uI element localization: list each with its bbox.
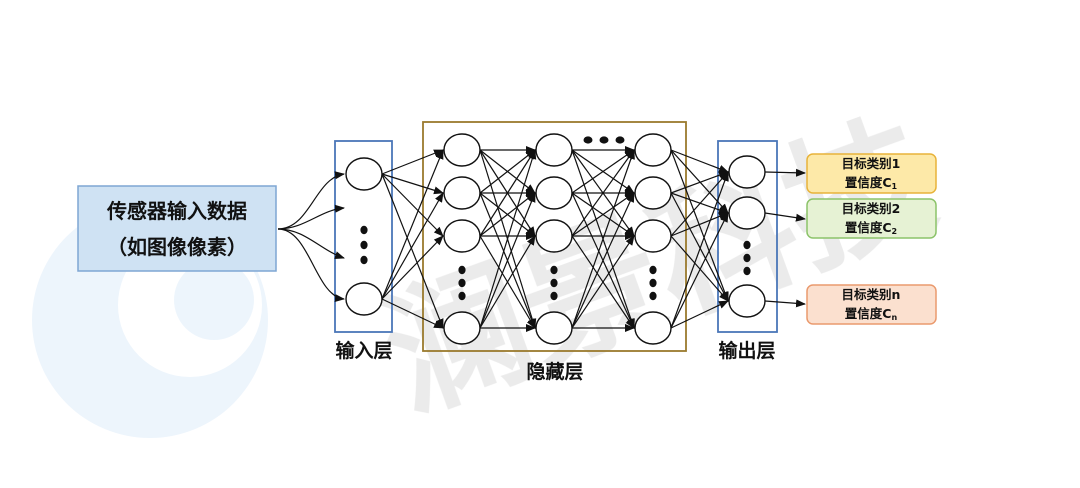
neuron-connection: [571, 149, 635, 237]
neuron: [443, 176, 481, 210]
ellipsis-dot: [360, 240, 368, 250]
neuron: [443, 219, 481, 253]
neuron-connection: [670, 192, 729, 214]
neuron: [634, 219, 672, 253]
ellipsis-dot: [743, 253, 751, 263]
source-to-input-connection: [277, 204, 345, 230]
source-line1: 传感器输入数据: [106, 199, 247, 223]
ellipsis-dot: [649, 278, 657, 288]
ellipsis-dot: [649, 265, 657, 275]
neuron: [728, 284, 766, 318]
neuron-connection: [381, 173, 444, 237]
output-1-confidence: 置信度C1: [845, 175, 898, 191]
neuron-connection: [381, 235, 444, 300]
neuron-connection: [381, 298, 444, 329]
neuron-connection: [479, 192, 536, 329]
input-layer-frame: [334, 140, 393, 333]
output-n-confidence: 置信度Cn: [845, 306, 898, 322]
ellipsis-dot: [550, 265, 558, 275]
neuron-connection: [479, 149, 537, 329]
connections: [277, 146, 806, 332]
neuron-connection: [571, 149, 635, 329]
neuron: [535, 311, 573, 345]
neuron-connection: [670, 300, 729, 329]
neuron-connection: [670, 149, 729, 173]
hidden-layer-frame: [422, 121, 687, 352]
ellipsis-dot: [550, 278, 558, 288]
ellipsis-dot: [550, 291, 558, 301]
source-line2: （如图像像素）: [107, 235, 247, 259]
neuron-connection: [670, 235, 729, 302]
output-2-class: 目标类别2: [842, 201, 901, 216]
neuron-connection: [670, 171, 729, 237]
neuron: [728, 155, 766, 189]
output-layer-frame: [717, 140, 778, 333]
output-arrow: [764, 212, 806, 222]
ellipsis-dot: [743, 266, 751, 276]
neuron-connection: [670, 171, 729, 329]
output-n-class: 目标类别n: [842, 287, 901, 302]
hidden-layer-label: 隐藏层: [526, 360, 583, 383]
ellipsis-dot: [458, 278, 466, 288]
neuron-connection: [571, 192, 635, 237]
neuron-connection: [381, 149, 444, 175]
source-to-input-connection: [277, 228, 345, 259]
neuron-connection: [381, 173, 444, 195]
neuron-connection: [479, 192, 536, 237]
output-box-n: 目标类别n 置信度Cn: [806, 284, 937, 325]
neuron: [634, 311, 672, 345]
neuron-connection: [670, 149, 729, 302]
ellipsis-dot: [458, 291, 466, 301]
input-layer-label: 输入层: [335, 339, 392, 362]
ellipsis-dot: [458, 265, 466, 275]
ellipsis-dots: [360, 136, 751, 301]
source-to-input-connection: [277, 171, 345, 230]
neuron: [728, 196, 766, 230]
neuron: [634, 176, 672, 210]
neurons: [345, 133, 766, 345]
neuron-connection: [670, 149, 729, 214]
neuron: [634, 133, 672, 167]
ellipsis-dot: [583, 136, 593, 144]
neuron-connection: [381, 192, 444, 300]
neuron: [443, 133, 481, 167]
ellipsis-dot: [649, 291, 657, 301]
output-1-class: 目标类别1: [842, 156, 901, 171]
output-layer-label: 输出层: [718, 339, 775, 362]
neuron-connection: [479, 149, 536, 194]
neuron-connection: [381, 149, 444, 300]
ellipsis-dot: [599, 136, 609, 144]
neuron-connection: [479, 235, 536, 329]
neuron: [535, 219, 573, 253]
source-box: 传感器输入数据 （如图像像素）: [77, 185, 277, 272]
neuron-connection: [670, 212, 729, 237]
neuron-connection: [381, 173, 444, 329]
ellipsis-dot: [360, 225, 368, 235]
neuron: [535, 133, 573, 167]
neuron-connection: [479, 149, 536, 237]
neuron-connection: [571, 149, 635, 194]
neuron: [443, 311, 481, 345]
neuron-connection: [571, 235, 635, 329]
output-arrow: [764, 168, 806, 177]
ellipsis-dot: [360, 255, 368, 265]
neuron-connection: [571, 192, 635, 329]
neuron: [535, 176, 573, 210]
neuron-connection: [670, 212, 729, 329]
output-box-1: 目标类别1 置信度C1: [806, 153, 937, 194]
output-box-2: 目标类别2 置信度C2: [806, 198, 937, 239]
output-arrow: [764, 299, 806, 308]
neuron-connection: [670, 171, 729, 194]
source-to-input-connection: [277, 228, 345, 303]
neuron: [345, 157, 383, 191]
neuron-connection: [670, 192, 729, 302]
neuron: [345, 282, 383, 316]
output-2-confidence: 置信度C2: [845, 220, 897, 236]
ellipsis-dot: [743, 240, 751, 250]
ellipsis-dot: [615, 136, 625, 144]
